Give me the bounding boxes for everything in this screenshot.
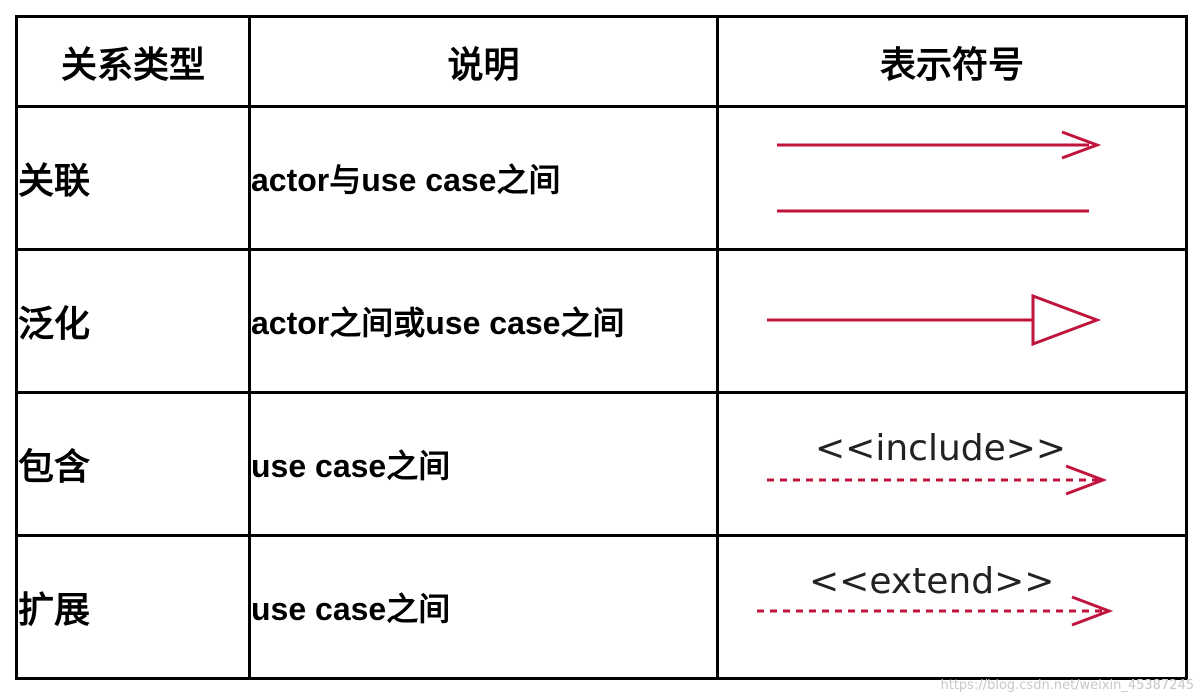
header-row: 关系类型 说明 表示符号 (15, 15, 1188, 108)
header-symbol: 表示符号 (716, 15, 1188, 108)
watermark-text: https://blog.csdn.net/weixin_45387245 (940, 678, 1194, 693)
relation-desc: actor与use case之间 (248, 105, 719, 251)
relationship-table: 关系类型 说明 表示符号 关联 actor与use case之间 泛化 acto… (15, 15, 1188, 680)
relation-symbol (716, 105, 1188, 251)
extend-dashed-arrow-icon: <<extend>> (757, 561, 1114, 627)
table-row: 泛化 actor之间或use case之间 (15, 248, 1188, 394)
table-row: 包含 use case之间 <<include>> (15, 391, 1188, 537)
relation-symbol: <<extend>> (716, 534, 1188, 680)
relation-desc: use case之间 (248, 391, 719, 537)
relation-type: 扩展 (15, 534, 251, 680)
relation-type: 泛化 (15, 248, 251, 394)
generalization-arrow-icon (767, 293, 1102, 347)
table-row: 关联 actor与use case之间 (15, 105, 1188, 251)
include-stereotype-label: <<include>> (815, 428, 1066, 469)
relation-symbol (716, 248, 1188, 394)
relation-type: 包含 (15, 391, 251, 537)
table-row: 扩展 use case之间 <<extend>> (15, 534, 1188, 680)
include-dashed-arrow-icon: <<include>> (767, 428, 1108, 496)
association-arrow-icon (777, 130, 1102, 213)
relation-symbol: <<include>> (716, 391, 1188, 537)
relation-type: 关联 (15, 105, 251, 251)
relation-desc: actor之间或use case之间 (248, 248, 719, 394)
relation-desc: use case之间 (248, 534, 719, 680)
extend-stereotype-label: <<extend>> (809, 561, 1054, 602)
header-type: 关系类型 (15, 15, 251, 108)
header-desc: 说明 (248, 15, 719, 108)
